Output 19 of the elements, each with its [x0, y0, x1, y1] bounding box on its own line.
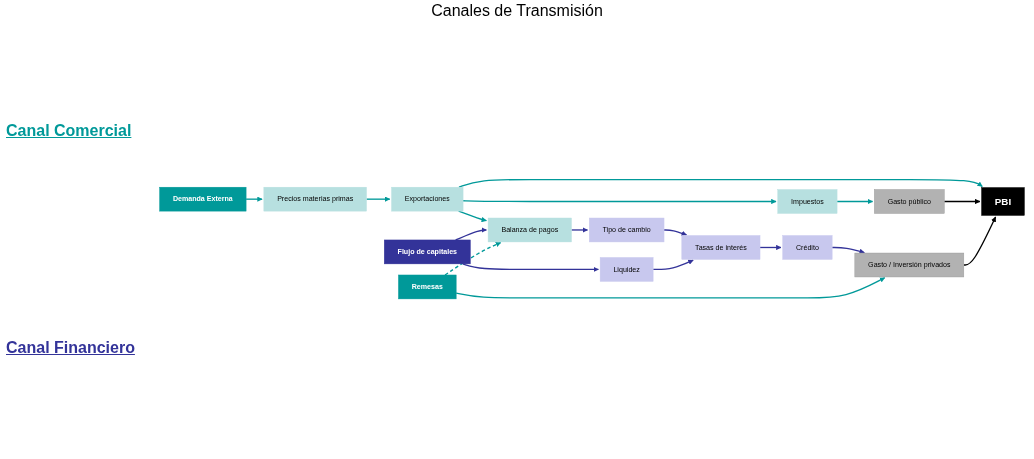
arrow [943, 199, 981, 205]
node-box: PBI [981, 187, 1025, 216]
arrow [759, 245, 782, 251]
arrow [836, 199, 874, 205]
diagram-title: Canales de Transmisión [431, 2, 603, 20]
arrow [831, 247, 865, 255]
arrow [963, 216, 997, 266]
arrow [462, 199, 777, 205]
channel-heading: Canal Financiero [6, 339, 136, 358]
arrow [570, 227, 589, 233]
arrow [245, 196, 263, 203]
channel-heading: Canal Comercial [6, 121, 133, 140]
arrow [365, 196, 391, 203]
arrow [444, 242, 502, 276]
arrow [455, 277, 886, 299]
arrow [663, 229, 688, 237]
arrow [652, 259, 694, 271]
arrow [454, 227, 487, 241]
arrow [458, 179, 983, 189]
